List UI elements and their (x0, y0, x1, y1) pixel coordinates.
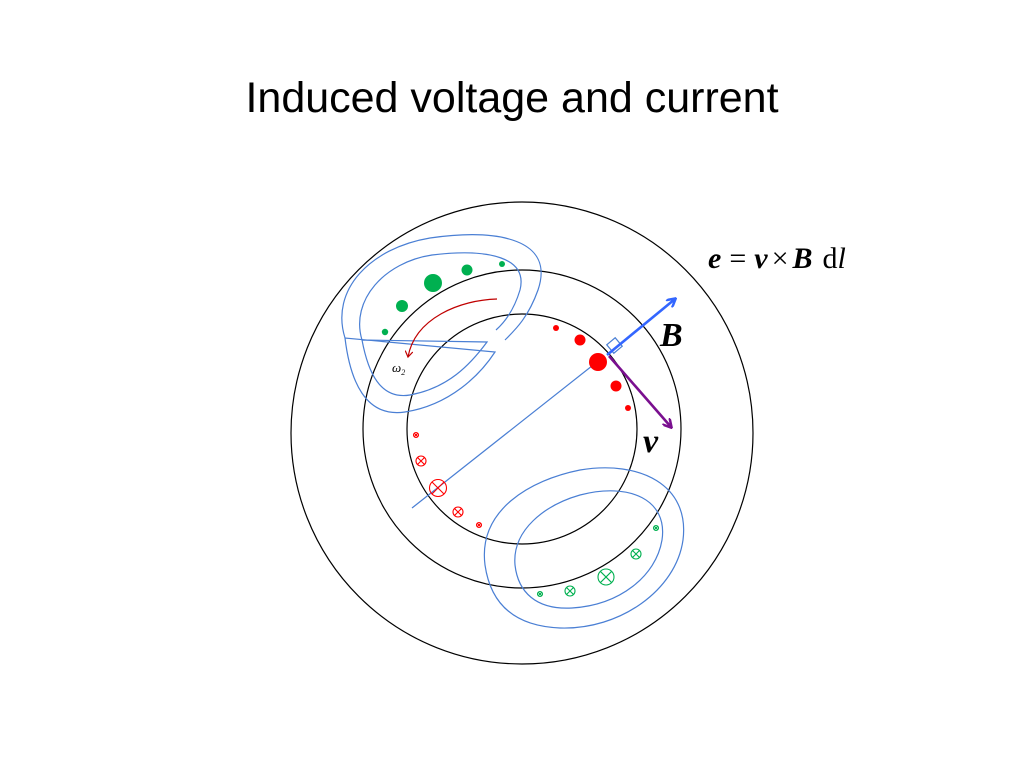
stator-conductors-dot (381, 261, 505, 336)
rotor-circle (406, 313, 638, 545)
stator-conductor (597, 568, 615, 586)
eq-d: d (823, 242, 838, 275)
v-vector-arrow (608, 355, 671, 427)
rotor-conductor (475, 521, 483, 529)
eq-v: v (754, 242, 768, 275)
eq-l: l (838, 242, 846, 275)
stator-outer-circle (290, 201, 754, 665)
stator-conductor (461, 264, 473, 276)
eq-equals: = (729, 242, 746, 275)
B-vector-label: B (659, 317, 683, 354)
stator-conductor (424, 274, 442, 292)
field-lines-lower-right (483, 467, 685, 629)
stator-conductor (564, 585, 576, 597)
stator-conductor (396, 300, 408, 312)
rotor-conductor (428, 478, 448, 498)
omega-label: ω2 (392, 360, 405, 377)
slide-title: Induced voltage and current (245, 74, 779, 122)
stator-conductor (536, 590, 544, 598)
rotor-conductors-cross (412, 431, 483, 529)
rotor-conductor (610, 380, 622, 392)
stator-conductors-cross (536, 524, 660, 598)
stator-conductor (652, 524, 660, 532)
rotor-conductor (415, 455, 427, 467)
rotor-conductor (553, 325, 559, 331)
rotor-conductor (412, 431, 420, 439)
rotor-conductor (452, 506, 464, 518)
rotor-conductor (589, 353, 607, 371)
stator-conductor (381, 328, 389, 336)
stator-conductor (630, 548, 642, 560)
field-lines-upper-left (341, 234, 542, 414)
v-vector-label: v (643, 423, 659, 460)
rotor-conductor (625, 405, 631, 411)
rotor-conductors-dot (553, 325, 631, 411)
rotor-conductor (574, 334, 586, 346)
eq-times: × (772, 242, 789, 275)
B-vector-arrow (606, 299, 675, 357)
rotation-arrow (408, 298, 498, 357)
eq-e: e (708, 242, 721, 275)
stator-conductor (499, 261, 505, 267)
eq-B: B (792, 242, 813, 275)
conductor-element-box (605, 336, 624, 355)
stator-inner-circle (362, 269, 682, 589)
